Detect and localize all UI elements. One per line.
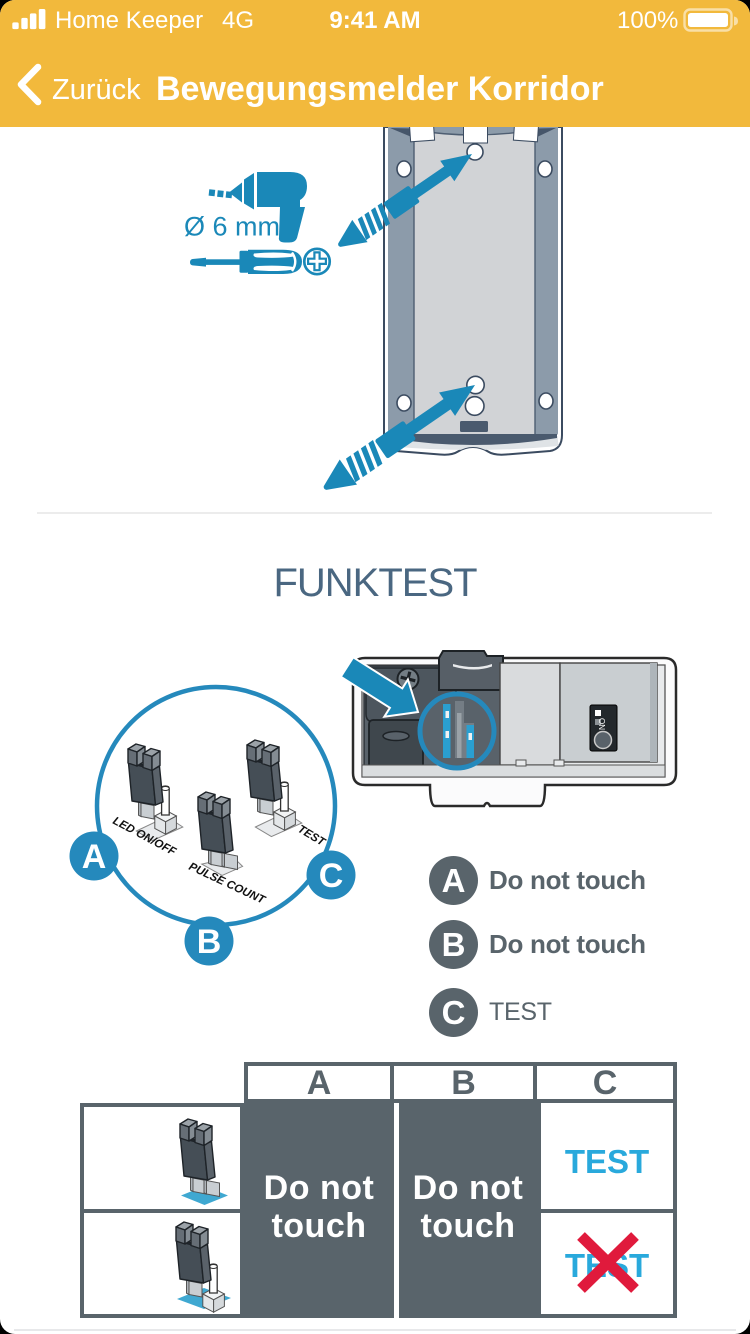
svg-text:Ø 6 mm: Ø 6 mm (184, 212, 280, 242)
svg-text:B: B (197, 923, 222, 961)
svg-text:C: C (319, 857, 344, 895)
svg-text:ON: ON (597, 718, 606, 730)
svg-text:A: A (82, 838, 107, 876)
